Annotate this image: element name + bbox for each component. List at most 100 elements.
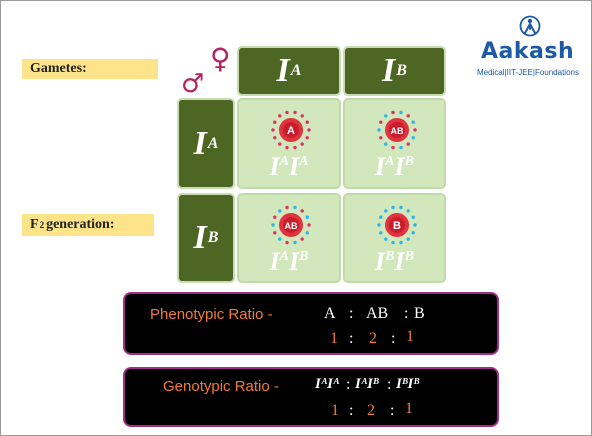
f2-text: generation:	[46, 217, 115, 232]
antigen-dot	[399, 145, 403, 150]
phenotype-b: B	[414, 305, 425, 322]
person-logo-icon	[519, 15, 541, 37]
antigen-dot	[278, 209, 282, 213]
antigen-dot	[305, 136, 309, 140]
antigen-dot	[379, 231, 383, 235]
red-blood-cell-icon: AB	[377, 110, 417, 150]
antigen-dot	[379, 120, 383, 124]
antigen-dot	[413, 223, 417, 227]
antigen-dot	[273, 231, 277, 235]
antigen-dot	[399, 205, 403, 210]
phenotypic-ratio-title: Phenotypic Ratio -	[150, 306, 273, 323]
antigen-dot	[293, 205, 297, 210]
ratio-colon: :	[404, 305, 409, 322]
antigen-dot	[391, 145, 395, 150]
antigen-dot	[391, 240, 395, 245]
gametes-label: Gametes:	[22, 59, 158, 79]
ratio-colon: :	[349, 330, 354, 347]
ratio-colon: :	[391, 330, 396, 347]
allele-base: I	[382, 52, 396, 89]
logo-name: Aakash	[481, 39, 575, 64]
antigen-dot	[285, 110, 289, 115]
antigen-dot	[271, 223, 275, 227]
ratio-colon: :	[349, 402, 354, 419]
cell-genotype: IAIB	[269, 247, 309, 276]
antigen-dot	[377, 223, 381, 227]
antigen-dot	[300, 237, 304, 241]
phenotype-ab: AB	[366, 305, 389, 322]
ratio-colon: :	[346, 376, 351, 393]
antigen-dot	[293, 145, 297, 150]
antigen-dot	[285, 240, 289, 245]
antigen-dot	[384, 142, 388, 146]
antigen-dot	[379, 136, 383, 140]
antigen-dot	[406, 237, 410, 241]
allele-sup: A	[207, 134, 219, 152]
antigen-dot	[305, 215, 309, 219]
phenotype-ratio-1: 1	[330, 330, 338, 347]
phenotype-ratio-2: 2	[369, 330, 377, 347]
aakash-logo: Aakash Medical|IIT-JEE|Foundations	[475, 15, 585, 85]
gametes-text: Gametes:	[30, 61, 87, 76]
ratio-colon: :	[390, 402, 395, 419]
antigen-dot	[384, 237, 388, 241]
genotype-iaib: IᴬIᴮ	[355, 376, 379, 392]
antigen-dot	[305, 231, 309, 235]
blood-cell-center	[389, 217, 405, 233]
antigen-dot	[391, 110, 395, 115]
allele-sup: A	[290, 62, 302, 79]
allele-sup: B	[207, 229, 219, 246]
punnett-cell-ia-ib: AB IAIB	[343, 98, 446, 189]
female-symbol-icon: ♀	[210, 42, 231, 75]
antigen-dot	[406, 114, 410, 118]
f2-letter: F	[30, 217, 39, 232]
antigen-dot	[307, 128, 311, 132]
antigen-dot	[411, 136, 415, 140]
genotype-ratio-2: 2	[367, 402, 375, 419]
antigen-dot	[273, 136, 277, 140]
cell-genotype: IAIB	[375, 152, 414, 181]
blood-type-label: B	[393, 220, 401, 232]
antigen-dot	[391, 205, 395, 210]
phenotypic-ratio-box: Phenotypic Ratio - A : AB : B 1 : 2 : 1	[123, 292, 499, 355]
phenotype-ratio-3: 1	[406, 328, 414, 345]
ratio-colon: :	[387, 376, 392, 393]
red-blood-cell-icon: B	[377, 205, 417, 245]
antigen-dot	[300, 142, 304, 146]
antigen-dot	[293, 240, 297, 245]
antigen-dot	[399, 240, 403, 245]
antigen-dot	[278, 114, 282, 118]
blood-cell-center	[389, 122, 405, 138]
antigen-dot	[273, 120, 277, 124]
antigen-dot	[406, 142, 410, 146]
antigen-dot	[307, 223, 311, 227]
genotypic-ratio-title: Genotypic Ratio -	[163, 378, 279, 395]
antigen-dot	[413, 128, 417, 132]
antigen-dot	[300, 209, 304, 213]
red-blood-cell-icon: AB	[271, 205, 311, 245]
allele-base: I	[193, 124, 207, 162]
blood-type-label: A	[287, 125, 295, 137]
antigen-dot	[285, 145, 289, 150]
blood-type-label: AB	[391, 126, 404, 136]
blood-cell-center	[283, 217, 299, 233]
antigen-dot	[399, 110, 403, 115]
blood-cell-center	[283, 122, 299, 138]
cell-genotype: IBIB	[375, 247, 414, 276]
antigen-dot	[305, 120, 309, 124]
antigen-dot	[271, 128, 275, 132]
antigen-dot	[406, 209, 410, 213]
cell-genotype: IAIA	[269, 152, 309, 181]
antigen-dot	[411, 231, 415, 235]
genotype-ratio-3: 1	[405, 400, 413, 417]
blood-type-label: AB	[285, 221, 298, 231]
antigen-dot	[379, 215, 383, 219]
genotypic-ratio-box: Genotypic Ratio - IᴬIᴬ : IᴬIᴮ : IᴮIᴮ 1 :…	[123, 367, 499, 427]
genotype-iaia: IᴬIᴬ	[315, 376, 340, 392]
f2-subscript: 2	[39, 220, 45, 230]
logo-tagline: Medical|IIT-JEE|Foundations	[477, 68, 579, 77]
